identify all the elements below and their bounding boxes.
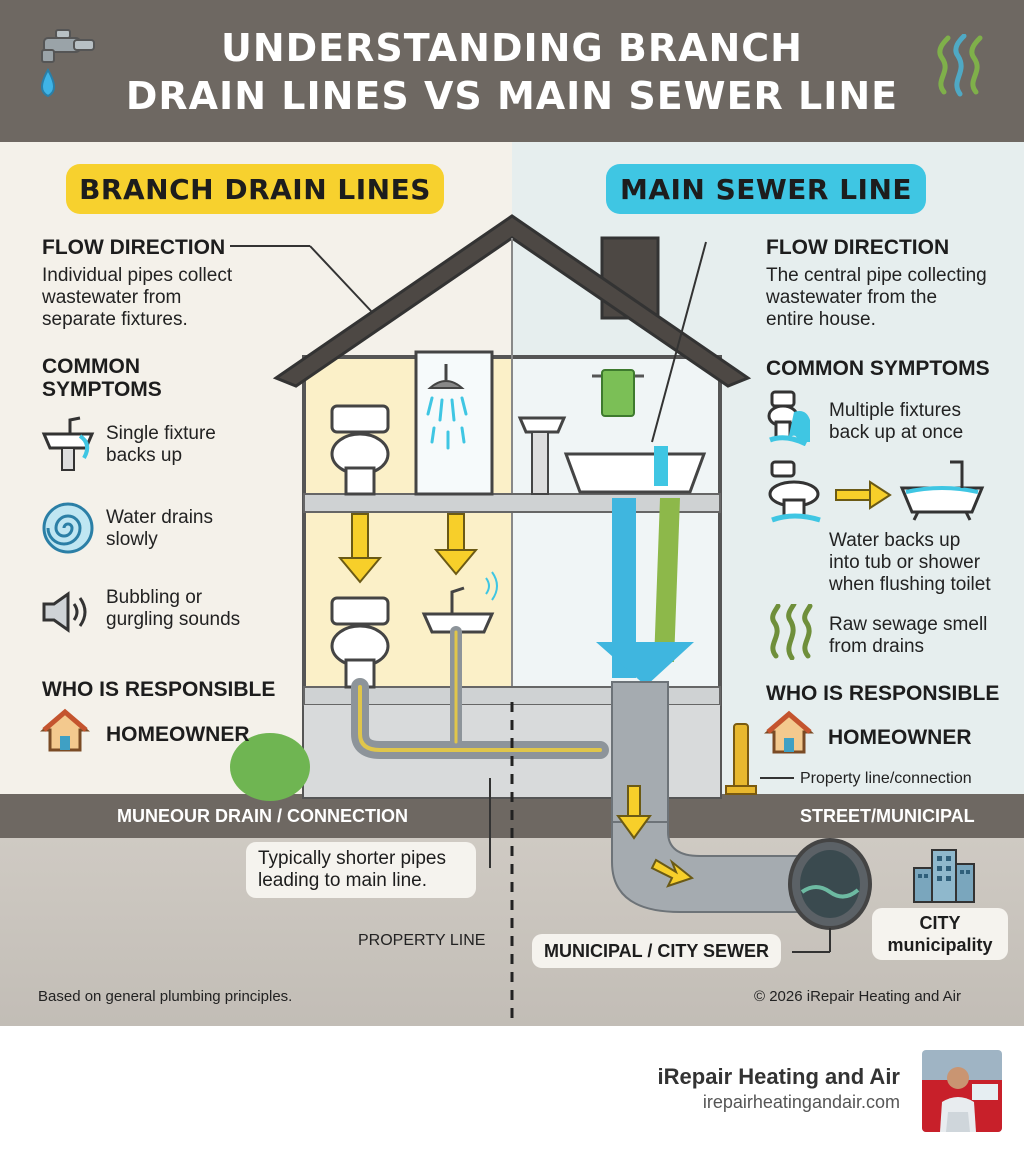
house-icon-right xyxy=(764,710,814,754)
property-line-label: PROPERTY LINE xyxy=(358,932,486,949)
main-sewer-pill: MAIN SEWER LINE xyxy=(606,164,926,214)
right-band-label: STREET/MUNICIPAL xyxy=(800,806,975,826)
left-symptom-3-line-2: gurgling sounds xyxy=(106,609,241,630)
left-symptom-2-line-1: Water drains xyxy=(106,507,213,528)
house-illustration xyxy=(230,214,872,1026)
company-name: iRepair Heating and Air xyxy=(657,1064,900,1089)
upper-sink xyxy=(517,416,567,495)
right-flow-line-2: wastewater from the xyxy=(766,287,938,308)
city-sewer-callout: MUNICIPAL / CITY SEWER xyxy=(532,934,782,968)
left-responsible-heading: WHO IS RESPONSIBLE xyxy=(42,678,276,701)
left-flow-heading: FLOW DIRECTION xyxy=(42,236,226,259)
faucet-icon xyxy=(41,29,95,98)
towel xyxy=(592,369,644,417)
flow-arrows-main xyxy=(616,785,695,888)
left-flow-line-1: Individual pipes collect xyxy=(42,265,233,286)
property-connection-label: Property line/connection xyxy=(800,770,972,787)
right-symptom-1-line-2: back up at once xyxy=(829,422,964,443)
footer xyxy=(0,1026,1024,1154)
right-symptom-2-line-2: into tub or shower xyxy=(829,552,981,573)
lower-sink xyxy=(421,571,498,634)
left-symptom-3-line-1: Bubbling or xyxy=(106,587,203,608)
shorter-pipes-callout: Typically shorter pipes leading to main … xyxy=(246,842,476,898)
bush xyxy=(230,733,310,801)
odor-icon xyxy=(937,34,983,97)
left-symptom-2-line-2: slowly xyxy=(106,529,158,550)
left-symptoms-heading-2: SYMPTOMS xyxy=(42,378,162,401)
house-icon xyxy=(40,708,90,752)
branch-pipes xyxy=(351,626,609,759)
sewage-odor-icon xyxy=(770,604,813,660)
callout-line-2: leading to main line. xyxy=(258,870,427,891)
avatar xyxy=(922,1050,1002,1132)
bathtub xyxy=(563,446,707,494)
right-flow-line-3: entire house. xyxy=(766,309,876,330)
right-symptom-1-line-1: Multiple fixtures xyxy=(829,400,961,421)
left-flow-line-3: separate fixtures. xyxy=(42,309,188,330)
callout-line-1: Typically shorter pipes xyxy=(258,848,446,869)
title-line-1: UNDERSTANDING BRANCH xyxy=(220,26,803,70)
speaker-icon xyxy=(42,591,87,633)
left-band-label: MUNEOUR DRAIN / CONNECTION xyxy=(117,806,408,826)
flow-arrows-branch xyxy=(337,513,479,584)
left-responsible-value: HOMEOWNER xyxy=(106,723,250,746)
sink-icon xyxy=(41,416,95,471)
shower xyxy=(414,350,494,496)
right-symptom-2-line-1: Water backs up xyxy=(829,530,961,551)
title-line-2: DRAIN LINES VS MAIN SEWER LINE xyxy=(125,74,899,118)
property-post xyxy=(725,723,757,795)
right-flow-line-1: The central pipe collecting xyxy=(766,265,987,286)
note-left: Based on general plumbing principles. xyxy=(38,988,293,1005)
right-responsible-value: HOMEOWNER xyxy=(828,726,972,749)
city-line-1: CITY xyxy=(919,913,961,933)
right-symptom-2-line-3: when flushing toilet xyxy=(829,574,991,595)
right-responsible-heading: WHO IS RESPONSIBLE xyxy=(766,682,1000,705)
header-banner: UNDERSTANDING BRANCH DRAIN LINES VS MAIN… xyxy=(0,0,1024,142)
company-url[interactable]: irepairheatingandair.com xyxy=(702,1092,900,1112)
main-sewer-pipe xyxy=(596,498,872,930)
building-icon xyxy=(913,849,975,903)
left-symptom-1-line-1: Single fixture xyxy=(106,423,216,444)
overflow-toilet-icon xyxy=(767,390,810,446)
city-line-2: municipality xyxy=(887,935,993,955)
left-symptom-1-line-2: backs up xyxy=(106,445,183,466)
roof xyxy=(272,214,752,388)
right-flow-heading: FLOW DIRECTION xyxy=(766,236,950,259)
branch-drain-pill: BRANCH DRAIN LINES xyxy=(66,164,444,214)
city-callout: CITY municipality xyxy=(872,908,1008,960)
swirl-icon xyxy=(42,502,94,554)
note-right: © 2026 iRepair Heating and Air xyxy=(754,988,962,1005)
toilet-to-tub-icon xyxy=(768,460,985,523)
upper-floor xyxy=(303,493,721,513)
upper-toilet xyxy=(330,404,390,496)
left-symptoms-heading-1: COMMON xyxy=(42,355,140,378)
left-flow-line-2: wastewater from xyxy=(42,287,182,308)
right-symptom-3-line-1: Raw sewage smell xyxy=(829,614,988,635)
right-symptom-3-line-2: from drains xyxy=(829,636,925,657)
right-symptoms-heading: COMMON SYMPTOMS xyxy=(766,357,990,380)
